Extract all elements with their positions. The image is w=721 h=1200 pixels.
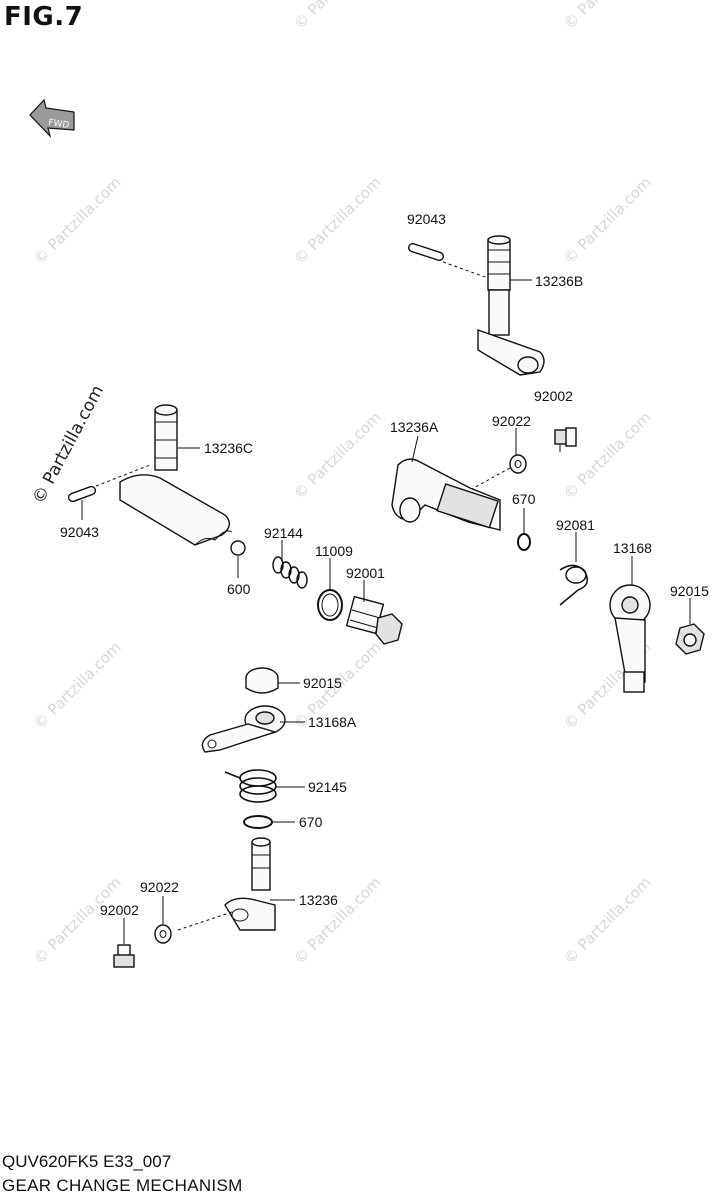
part-13236-shaft bbox=[177, 837, 276, 931]
watermark: © Partzilla.com bbox=[30, 638, 125, 733]
label-92145: 92145 bbox=[308, 779, 347, 795]
label-13236: 13236 bbox=[299, 892, 338, 908]
leader-lines bbox=[81, 279, 691, 944]
label-13236A: 13236A bbox=[390, 419, 439, 435]
watermark: © Partzilla.com bbox=[290, 0, 385, 33]
fwd-label: FWD bbox=[48, 118, 70, 131]
part-13168-arm bbox=[609, 584, 651, 693]
part-92015-right-nut bbox=[675, 623, 705, 655]
label-92022-left: 92022 bbox=[140, 879, 179, 895]
part-600-ball bbox=[230, 540, 246, 556]
part-92002-left-bolt bbox=[113, 944, 135, 968]
label-92043-left: 92043 bbox=[60, 524, 99, 540]
label-92015-right: 92015 bbox=[670, 583, 709, 599]
watermark: © Partzilla.com bbox=[560, 408, 655, 503]
part-11009-gasket bbox=[317, 589, 343, 621]
part-92144-spring bbox=[272, 556, 308, 589]
footer-model-code: QUV620FK5 E33_007 bbox=[2, 1152, 172, 1171]
watermark: © Partzilla.com bbox=[30, 173, 125, 268]
part-13236A-shaft bbox=[391, 458, 501, 531]
label-92022-right: 92022 bbox=[492, 413, 531, 429]
label-670-right: 670 bbox=[512, 491, 536, 507]
figure-title: FIG.7 bbox=[4, 2, 84, 32]
watermark: © Partzilla.com bbox=[290, 173, 385, 268]
label-92043-top: 92043 bbox=[407, 211, 446, 227]
label-13236C: 13236C bbox=[204, 440, 253, 456]
label-600: 600 bbox=[227, 581, 251, 597]
part-labels: 92043 13236B 92002 92022 13236A 670 9208… bbox=[60, 211, 709, 918]
watermark: © Partzilla.com bbox=[30, 873, 125, 968]
part-92022-left-washer bbox=[154, 924, 172, 944]
part-670-mid-oring bbox=[243, 815, 273, 829]
label-11009: 11009 bbox=[315, 543, 353, 559]
part-670-right-oring bbox=[517, 533, 531, 551]
footer-section-title: GEAR CHANGE MECHANISM bbox=[2, 1176, 243, 1195]
label-92081: 92081 bbox=[556, 517, 595, 533]
watermark: © Partzilla.com bbox=[290, 408, 385, 503]
label-92144: 92144 bbox=[264, 525, 303, 541]
label-92001: 92001 bbox=[346, 565, 385, 581]
label-13236B: 13236B bbox=[535, 273, 583, 289]
watermark: © Partzilla.com bbox=[560, 173, 655, 268]
part-92002-right-bolt bbox=[554, 427, 577, 452]
part-92043-top-pin bbox=[407, 242, 489, 279]
watermark: © Partzilla.com bbox=[560, 0, 655, 33]
watermark: © Partzilla.com bbox=[560, 873, 655, 968]
part-13236C-shaft bbox=[119, 404, 233, 546]
part-92081-spring bbox=[559, 564, 589, 606]
label-92015-mid: 92015 bbox=[303, 675, 342, 691]
part-92022-right-washer bbox=[469, 454, 527, 491]
part-92145-spring bbox=[224, 769, 277, 803]
part-92001-plug-bolt bbox=[345, 595, 403, 645]
part-13168A-arm bbox=[201, 705, 286, 753]
watermark-prominent: © Partzilla.com bbox=[29, 382, 108, 507]
label-92002-right: 92002 bbox=[534, 388, 573, 404]
label-670-mid: 670 bbox=[299, 814, 323, 830]
part-92015-mid-nut bbox=[245, 667, 279, 694]
part-92043-left-pin bbox=[67, 464, 151, 503]
part-13236B-shaft bbox=[477, 235, 545, 376]
label-13168: 13168 bbox=[613, 540, 652, 556]
label-13168A: 13168A bbox=[308, 714, 357, 730]
watermark: © Partzilla.com bbox=[290, 873, 385, 968]
fwd-arrow-icon: FWD bbox=[29, 98, 75, 139]
label-92002-left: 92002 bbox=[100, 902, 139, 918]
